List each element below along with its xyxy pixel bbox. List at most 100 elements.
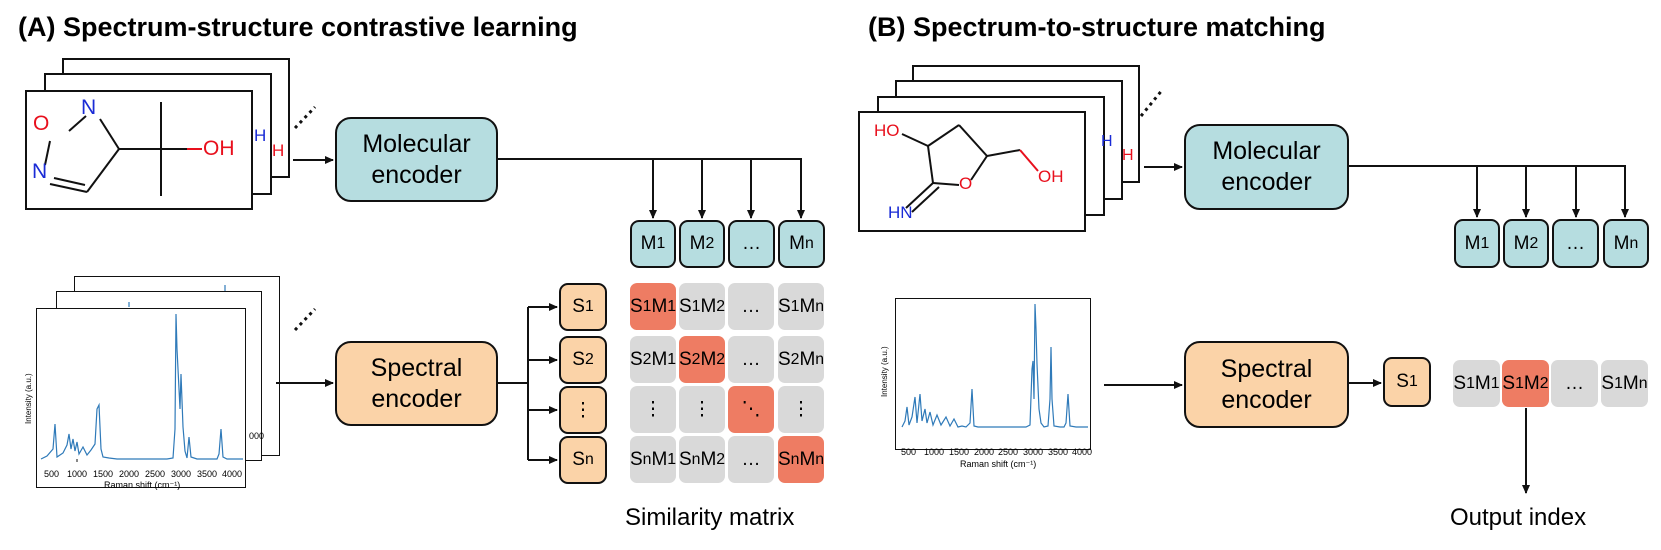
matrix-cell: ⋮ — [630, 386, 676, 433]
raman-spectrum-b — [901, 303, 1088, 428]
token-sub: 1 — [656, 235, 666, 252]
token-sub: 2 — [1529, 234, 1539, 252]
panel-a-title: (A) Spectrum-structure contrastive learn… — [18, 12, 578, 42]
encoder-label-line: Spectral — [370, 353, 463, 382]
matrix-cell: … — [728, 283, 774, 330]
m-token-a: … — [728, 220, 775, 268]
atom-o-label: O — [33, 112, 50, 135]
xtick: 3000 — [1023, 447, 1044, 457]
spectrum-card-front-a: Intensity (a.u.) — [24, 308, 246, 488]
token-base: S — [572, 449, 585, 470]
behind-card-atom: H — [1122, 147, 1134, 164]
token-base: M — [640, 233, 657, 254]
xtick: 500 — [901, 447, 917, 457]
matrix-cell-positive: ⋱ — [728, 386, 774, 433]
matrix-cell: ⋮ — [778, 386, 824, 433]
hydroxyl-label: HO — [874, 121, 900, 140]
encoder-label-line: Spectral — [1220, 354, 1313, 383]
token-base: … — [1566, 232, 1585, 254]
encoder-label-line: encoder — [1221, 385, 1312, 414]
token-sub: n — [805, 235, 814, 252]
xtick: 1000 — [924, 447, 945, 457]
xtick: 2500 — [998, 447, 1019, 457]
atom-n-label: N — [32, 160, 48, 183]
token-base: S — [572, 349, 585, 370]
token-base: S — [1396, 371, 1409, 392]
molecular-encoder-b: Molecular encoder — [1184, 124, 1349, 210]
m-token-b: … — [1552, 219, 1599, 268]
imine-label: HN — [888, 203, 913, 222]
stack-ellipsis — [1139, 88, 1165, 117]
behind-tick-label: 000 — [249, 431, 265, 441]
molecule-card-front-b: HO O OH HN — [858, 111, 1086, 232]
matrix-cell: ⋮ — [679, 386, 725, 433]
token-sub: n — [584, 451, 594, 468]
token-base: M — [789, 233, 805, 254]
branch-line — [498, 307, 529, 460]
token-base: M — [1513, 232, 1530, 254]
xtick: 1000 — [67, 469, 88, 479]
spectrum-card-front-b — [895, 298, 1091, 450]
hydroxyl-label: OH — [1038, 167, 1064, 186]
token-base: M — [1613, 232, 1630, 254]
token-sub: 2 — [705, 235, 715, 252]
token-base: S — [572, 296, 585, 317]
encoder-label-line: Molecular — [1212, 137, 1321, 165]
matrix-cell: … — [728, 436, 774, 483]
atom-o-label: O — [959, 174, 973, 193]
behind-card-atom: H — [254, 126, 267, 145]
xtick: 3500 — [197, 469, 218, 479]
spectrum-xticks-b: 500 1000 1500 2000 2500 3000 3500 4000 — [895, 447, 1092, 461]
xtick: 1500 — [949, 447, 970, 457]
output-index-caption: Output index — [1450, 504, 1587, 531]
xtick: 500 — [44, 469, 60, 479]
encoder-label-line: encoder — [371, 384, 462, 413]
token-sub: 1 — [1480, 234, 1490, 252]
panel-b-title: (B) Spectrum-to-structure matching — [868, 12, 1326, 42]
encoder-label-line: encoder — [1221, 168, 1312, 196]
token-base: ⋮ — [573, 399, 593, 421]
molecule-structure-a — [44, 102, 202, 196]
xtick: 4000 — [222, 469, 243, 479]
behind-card-atom: H — [1101, 133, 1113, 150]
behind-card-atom: H — [272, 141, 285, 160]
token-sub: 1 — [584, 298, 594, 315]
row-cell: … — [1551, 360, 1598, 407]
xtick: 3500 — [1048, 447, 1069, 457]
token-sub: 2 — [584, 351, 594, 368]
token-base: M — [1464, 232, 1481, 254]
spectrum-xlabel: Raman shift (cm⁻¹) — [960, 459, 1037, 469]
xtick: 1500 — [93, 469, 114, 479]
encoder-label-line: Molecular — [362, 129, 471, 158]
spectrum-xlabel: Raman shift (cm⁻¹) — [104, 480, 181, 490]
stack-ellipsis — [293, 307, 317, 332]
molecule-structure-b — [901, 124, 1039, 213]
encoder-label-line: encoder — [371, 160, 462, 189]
matrix-caption: Similarity matrix — [625, 504, 795, 531]
matrix-cell: … — [728, 336, 774, 383]
spectrum-back-mini — [224, 285, 226, 291]
